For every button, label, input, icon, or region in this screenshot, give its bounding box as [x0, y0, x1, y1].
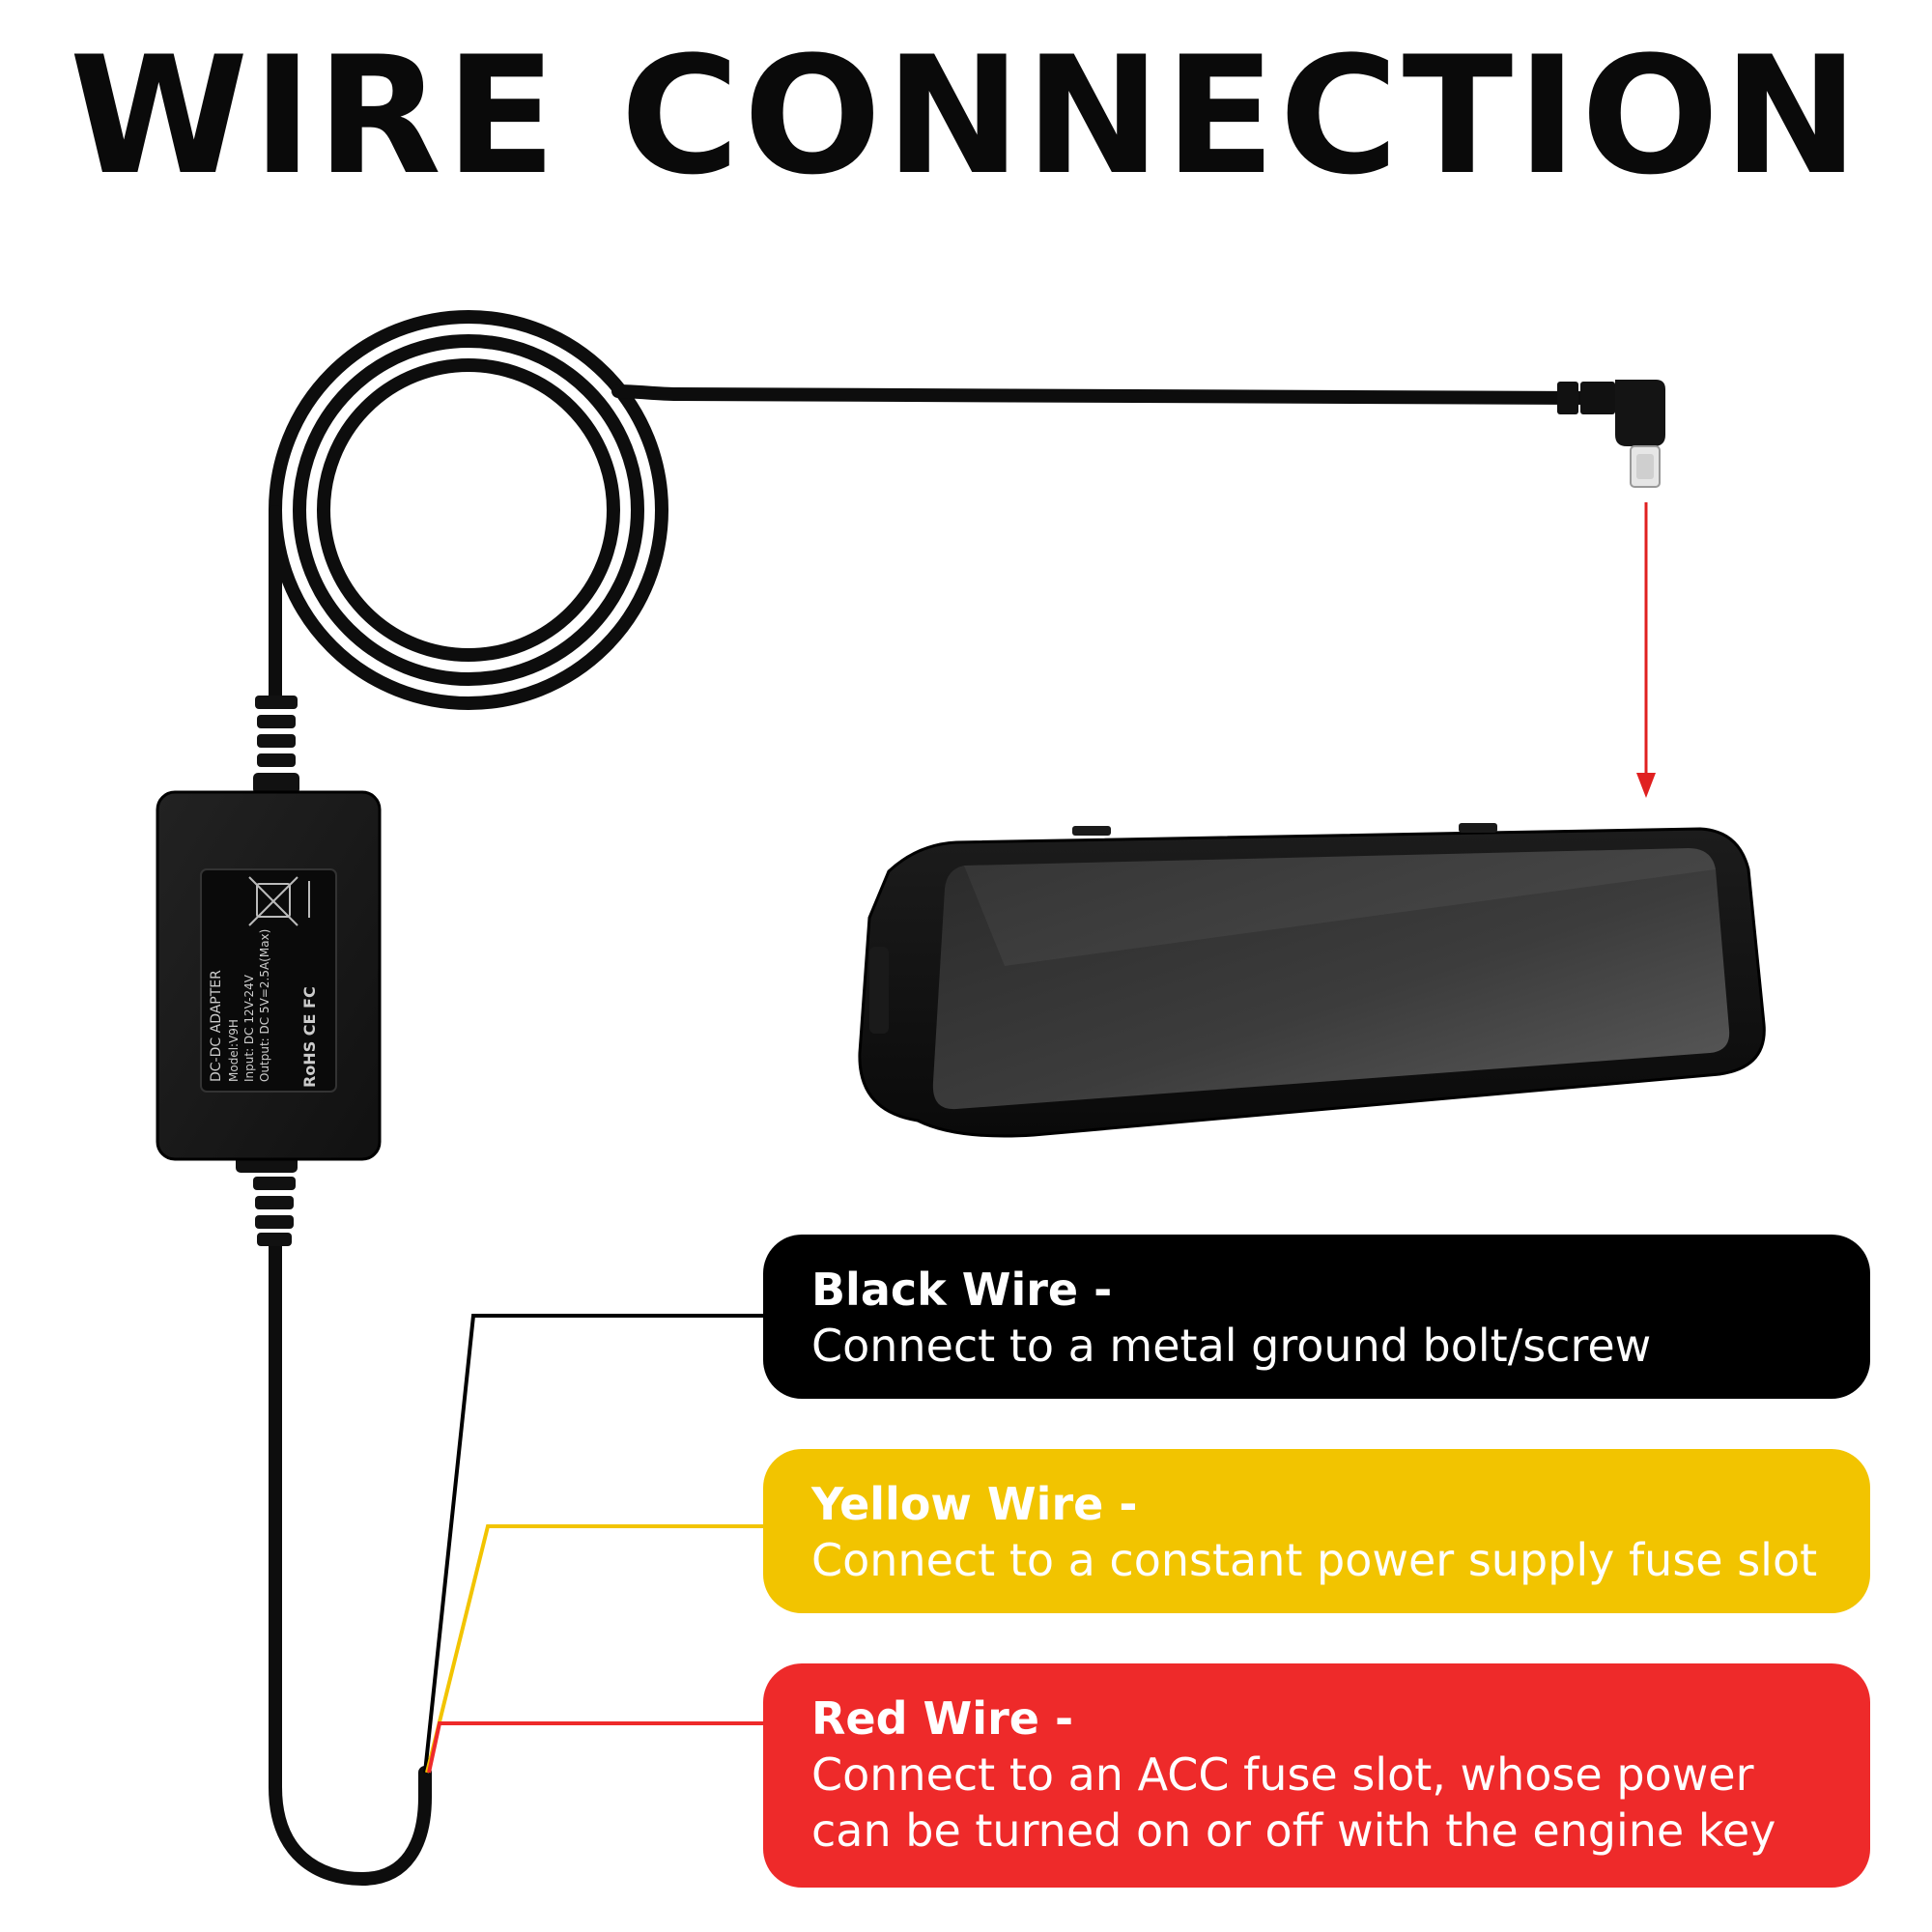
adapter-label-line-4: Output: DC 5V=2.5A(Max)	[258, 929, 271, 1082]
page-title: WIRE CONNECTION	[69, 21, 1863, 211]
red-wire-description-line-1: Connect to an ACC fuse slot, whose power	[811, 1748, 1754, 1801]
black-wire-card: Black Wire - Connect to a metal ground b…	[763, 1235, 1870, 1399]
red-wire-description-line-2: can be turned on or off with the engine …	[811, 1804, 1776, 1857]
mirror-dashcam-icon	[858, 823, 1766, 1138]
adapter-label-line-3: Input: DC 12V-24V	[242, 974, 256, 1082]
black-wire-description: Connect to a metal ground bolt/screw	[811, 1320, 1652, 1372]
power-leads	[423, 1314, 763, 1774]
weee-bin-icon	[248, 876, 310, 926]
adapter-label: DC-DC ADAPTER Model:V9H Input: DC 12V-24…	[209, 929, 319, 1088]
adapter-label-line-2: Model:V9H	[227, 1019, 241, 1082]
adapter-box-icon	[156, 790, 382, 1161]
adapter-cert-marks: RoHS CE FC	[300, 986, 319, 1088]
black-wire-heading: Black Wire -	[811, 1264, 1113, 1316]
adapter-label-line-1: DC-DC ADAPTER	[209, 970, 224, 1082]
yellow-lead	[425, 1524, 763, 1774]
yellow-wire-card: Yellow Wire - Connect to a constant powe…	[763, 1449, 1870, 1613]
yellow-wire-heading: Yellow Wire -	[811, 1478, 1138, 1530]
red-wire-heading: Red Wire -	[811, 1692, 1074, 1745]
strain-relief-top	[253, 696, 299, 794]
yellow-wire-description: Connect to a constant power supply fuse …	[811, 1534, 1818, 1586]
usb-c-connector-icon	[1557, 380, 1665, 488]
red-lead	[427, 1721, 763, 1774]
black-lead	[423, 1314, 763, 1774]
strain-relief-bottom	[236, 1155, 298, 1246]
cable-coil	[260, 298, 1595, 1887]
red-wire-card: Red Wire - Connect to an ACC fuse slot, …	[763, 1663, 1870, 1888]
arrow-down-icon	[1636, 502, 1656, 798]
